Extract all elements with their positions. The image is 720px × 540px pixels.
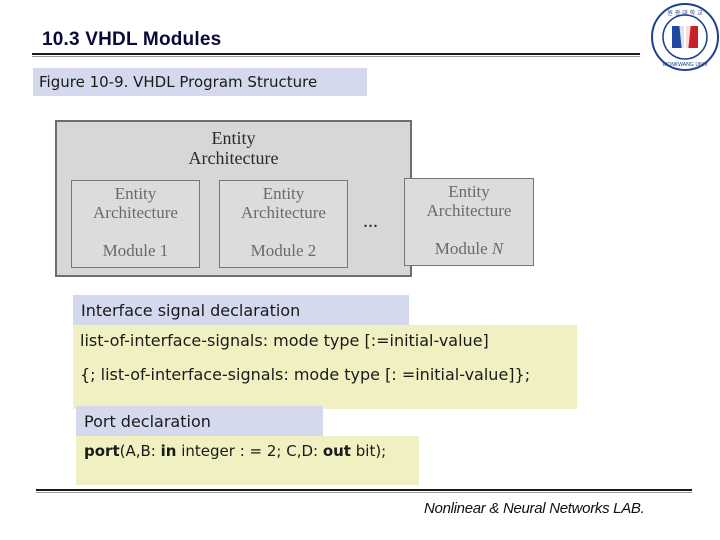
lab-footer: Nonlinear & Neural Networks LAB.	[424, 500, 645, 517]
top-architecture-label: Architecture	[188, 148, 279, 168]
module-entity-label: Entity	[448, 182, 490, 201]
module-n-box: Entity Architecture Module N	[404, 178, 534, 266]
interface-syntax-line-2: {; list-of-interface-signals: mode type …	[80, 365, 531, 384]
module-architecture-label: Architecture	[93, 203, 178, 222]
slide-title: 10.3 VHDL Modules	[42, 29, 222, 50]
interface-syntax-line-1: list-of-interface-signals: mode type [:=…	[80, 331, 489, 350]
interface-declaration-box: list-of-interface-signals: mode type [:=…	[73, 325, 577, 409]
top-entity-label: Entity	[211, 128, 256, 148]
program-structure-diagram: Entity Architecture Entity Architecture …	[55, 120, 412, 277]
module-2-box: Entity Architecture Module 2	[219, 180, 348, 268]
module-architecture-label: Architecture	[241, 203, 326, 222]
keyword-in: in	[160, 442, 177, 460]
title-divider-shadow	[32, 56, 640, 57]
interface-declaration-header: Interface signal declaration	[73, 295, 409, 325]
university-seal-icon: 원 광 대 학 교 WONKWANG UNIV	[650, 2, 720, 72]
title-divider	[32, 53, 640, 55]
module-1-box: Entity Architecture Module 1	[71, 180, 200, 268]
port-code-line: port(A,B: in integer : = 2; C,D: out bit…	[84, 442, 387, 460]
module-name-label: Module 1	[102, 241, 169, 260]
module-name-label: Module N	[434, 239, 504, 258]
footer-divider	[36, 489, 692, 491]
module-entity-label: Entity	[114, 184, 157, 203]
keyword-port: port	[84, 442, 120, 460]
module-architecture-label: Architecture	[426, 201, 512, 220]
port-declaration-box: port(A,B: in integer : = 2; C,D: out bit…	[76, 436, 419, 485]
keyword-out: out	[322, 442, 351, 460]
logo-bottom-text: WONKWANG UNIV	[662, 62, 708, 68]
logo-top-text: 원 광 대 학 교	[667, 9, 703, 17]
ellipsis: ...	[363, 210, 378, 232]
module-entity-label: Entity	[262, 184, 305, 203]
footer-divider-shadow	[36, 492, 692, 493]
module-name-label: Module 2	[250, 241, 317, 260]
port-declaration-header: Port declaration	[76, 406, 323, 436]
figure-caption: Figure 10-9. VHDL Program Structure	[33, 68, 367, 96]
